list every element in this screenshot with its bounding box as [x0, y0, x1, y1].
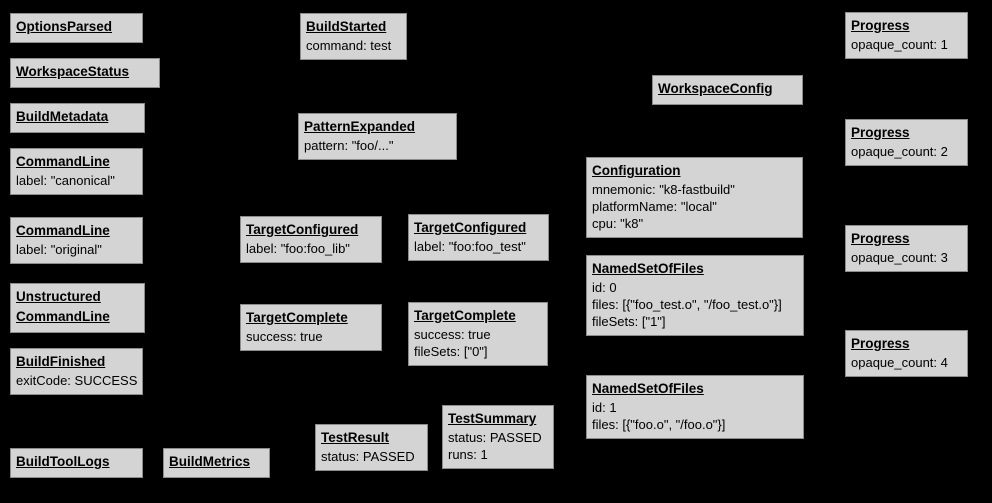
node-title: BuildMetadata — [16, 109, 109, 124]
node-title: Progress — [851, 231, 910, 246]
node-command-line-original: CommandLine label: "original" — [10, 217, 143, 264]
node-target-complete-foo-test: TargetComplete success: true fileSets: ["0… — [408, 302, 548, 366]
node-build-finished: BuildFinished exitCode: SUCCESS — [10, 348, 143, 395]
node-title: TargetComplete — [246, 310, 348, 325]
node-title: Progress — [851, 18, 910, 33]
node-title: CommandLine — [16, 154, 110, 169]
node-field: success: true — [246, 329, 323, 344]
node-build-metadata: BuildMetadata — [10, 103, 145, 133]
node-field: runs: 1 — [448, 447, 488, 462]
node-field: label: "canonical" — [16, 173, 115, 188]
node-progress-3: Progress opaque_count: 3 — [845, 225, 968, 272]
node-unstructured-command-line: Unstructured CommandLine — [10, 283, 145, 333]
node-title: BuildStarted — [306, 19, 387, 34]
node-field: cpu: "k8" — [592, 216, 644, 231]
node-title: TestSummary — [448, 411, 537, 426]
node-target-configured-foo-test: TargetConfigured label: "foo:foo_test" — [408, 214, 549, 261]
node-field: status: PASSED — [321, 449, 415, 464]
node-target-complete-foo-lib: TargetComplete success: true — [240, 304, 382, 351]
node-title: BuildFinished — [16, 354, 106, 369]
node-workspace-config: WorkspaceConfig — [652, 75, 803, 105]
node-title: NamedSetOfFiles — [592, 261, 704, 276]
node-field: label: "foo:foo_lib" — [246, 241, 350, 256]
node-progress-2: Progress opaque_count: 2 — [845, 119, 968, 166]
node-named-set-of-files-0: NamedSetOfFiles id: 0 files: [{"foo_test.o… — [586, 255, 804, 336]
node-field: command: test — [306, 38, 392, 53]
node-title: WorkspaceStatus — [16, 64, 130, 79]
node-command-line-canonical: CommandLine label: "canonical" — [10, 148, 143, 195]
node-title: TargetComplete — [414, 308, 516, 323]
node-field: platformName: "local" — [592, 199, 717, 214]
node-test-summary: TestSummary status: PASSED runs: 1 — [442, 405, 554, 469]
node-field: id: 0 — [592, 280, 617, 295]
node-title: PatternExpanded — [304, 119, 416, 134]
node-named-set-of-files-1: NamedSetOfFiles id: 1 files: [{"foo.o", "/… — [586, 375, 804, 439]
node-field: label: "original" — [16, 242, 102, 257]
node-field: opaque_count: 1 — [851, 37, 948, 52]
node-title: BuildToolLogs — [16, 454, 110, 469]
node-title: TestResult — [321, 430, 390, 445]
node-title: OptionsParsed — [16, 19, 113, 34]
node-options-parsed: OptionsParsed — [10, 13, 143, 43]
node-build-tool-logs: BuildToolLogs — [10, 448, 143, 478]
node-title: TargetConfigured — [414, 220, 527, 235]
node-field: fileSets: ["1"] — [592, 314, 666, 329]
node-field: opaque_count: 3 — [851, 250, 948, 265]
node-workspace-status: WorkspaceStatus — [10, 58, 160, 88]
node-progress-4: Progress opaque_count: 4 — [845, 330, 968, 377]
node-pattern-expanded: PatternExpanded pattern: "foo/..." — [298, 113, 457, 160]
node-field: files: [{"foo_test.o", "/foo_test.o"}] — [592, 297, 782, 312]
node-configuration: Configuration mnemonic: "k8-fastbuild" pla… — [586, 157, 803, 238]
node-test-result: TestResult status: PASSED — [315, 424, 428, 471]
node-field: pattern: "foo/..." — [304, 138, 394, 153]
node-field: opaque_count: 2 — [851, 144, 948, 159]
node-title: NamedSetOfFiles — [592, 381, 704, 396]
node-field: id: 1 — [592, 400, 617, 415]
node-field: opaque_count: 4 — [851, 355, 948, 370]
node-field: files: [{"foo.o", "/foo.o"}] — [592, 417, 726, 432]
node-title: BuildMetrics — [169, 454, 251, 469]
node-build-started: BuildStarted command: test — [300, 13, 407, 60]
node-title: TargetConfigured — [246, 222, 359, 237]
node-progress-1: Progress opaque_count: 1 — [845, 12, 968, 59]
node-title: Progress — [851, 125, 910, 140]
node-field: status: PASSED — [448, 430, 542, 445]
node-field: exitCode: SUCCESS — [16, 373, 138, 388]
node-target-configured-foo-lib: TargetConfigured label: "foo:foo_lib" — [240, 216, 382, 263]
node-build-metrics: BuildMetrics — [163, 448, 270, 478]
node-title: Configuration — [592, 163, 681, 178]
node-title: CommandLine — [16, 223, 110, 238]
node-field: success: true — [414, 327, 491, 342]
node-title: Unstructured CommandLine — [16, 289, 110, 324]
node-title: WorkspaceConfig — [658, 81, 773, 96]
node-field: mnemonic: "k8-fastbuild" — [592, 182, 735, 197]
node-title: Progress — [851, 336, 910, 351]
node-field: label: "foo:foo_test" — [414, 239, 526, 254]
node-field: fileSets: ["0"] — [414, 344, 488, 359]
